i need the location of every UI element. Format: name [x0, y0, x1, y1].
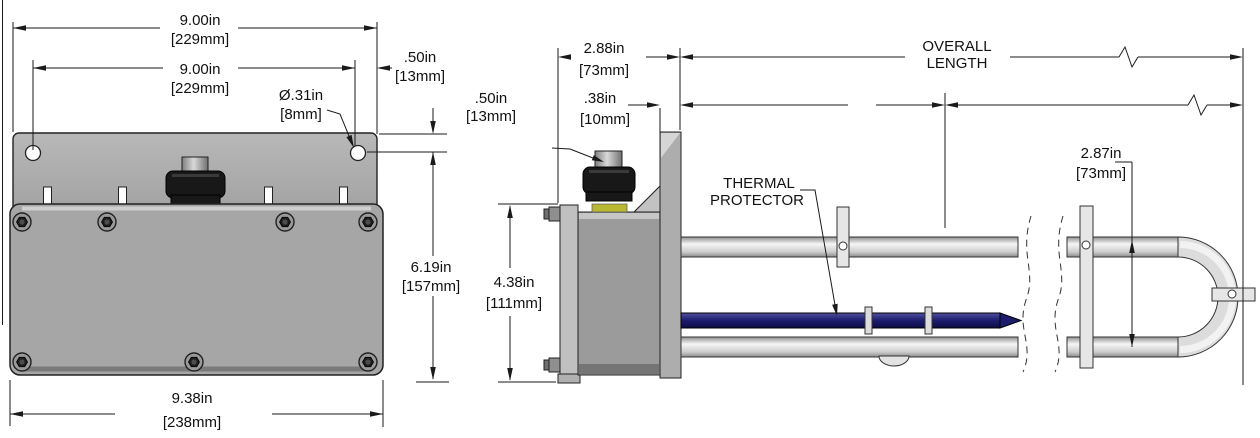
end-bracket-hole — [1227, 289, 1237, 299]
label-overall-length-1: OVERALL — [922, 38, 991, 55]
hole-dia-leader — [326, 109, 350, 137]
dim-depth-mm: [73mm] — [579, 62, 629, 79]
break-line-left — [1022, 215, 1032, 373]
label-overall-length-2: LENGTH — [927, 55, 988, 72]
dim-depth-in: 2.88in — [584, 40, 625, 57]
side-view-dimensions: 2.88in [73mm] .38in [10mm] OVERALL LENGT… — [486, 38, 1244, 385]
dim-hole-dia-in: Ø.31in — [279, 87, 323, 104]
enclosure-side-top-highlight — [579, 213, 659, 219]
break-line-right — [1054, 215, 1064, 373]
enclosure-side — [577, 211, 661, 376]
dim-front-height-in: 6.19in — [411, 259, 452, 276]
label-thermal-protector-2: PROTECTOR — [710, 192, 804, 209]
front-view — [9, 132, 384, 376]
dim-hole-top-offset-mm: [13mm] — [466, 108, 516, 125]
cord-grip-front — [165, 156, 226, 207]
enclosure-side-bottom-shadow — [579, 364, 659, 374]
bracket-top-chamfer — [661, 133, 680, 158]
dim-bend-spacing-in: 2.87in — [1081, 145, 1122, 162]
dim-base-width-in: 9.38in — [172, 390, 213, 407]
label-thermal-protector-1: THERMAL — [723, 175, 795, 192]
enclosure-front — [9, 203, 384, 376]
bracket-mid-hole — [838, 241, 848, 251]
dim-front-height-mm: [157mm] — [402, 278, 460, 295]
dim-hole-spacing-in: 9.00in — [180, 61, 221, 78]
dim-hole-spacing-mm: [229mm] — [171, 80, 229, 97]
flange-bolts-side — [543, 206, 561, 373]
support-bracket-outer — [1079, 205, 1094, 369]
gasket-yellow — [591, 203, 628, 213]
saddle-clamp — [878, 355, 910, 367]
dim-hole-side-offset-mm: [13mm] — [395, 68, 445, 85]
rod-clip-1 — [864, 306, 873, 335]
flange-foot — [557, 373, 581, 384]
tube-bottom-left-segment — [680, 336, 1019, 358]
support-bracket-side — [659, 131, 682, 379]
rod-clip-2 — [924, 306, 933, 335]
thermal-protector-leader — [800, 189, 836, 306]
bracket-outer-hole — [1081, 240, 1091, 250]
mounting-hole-right — [349, 144, 367, 162]
dim-base-width-mm: [238mm] — [163, 414, 221, 431]
thermal-protector-rod — [680, 312, 1001, 329]
dim-hole-top-offset-in: .50in — [475, 90, 508, 107]
front-view-dimensions: 9.00in [229mm] 9.00in [229mm] Ø.31in [8m… — [9, 12, 516, 431]
dim-hole-dia-mm: [8mm] — [280, 106, 322, 123]
side-view — [543, 131, 1256, 384]
thermal-protector-tip — [999, 312, 1023, 329]
dim-bracket-mm: [10mm] — [580, 111, 630, 128]
dim-bracket-in: .38in — [584, 90, 617, 107]
dim-side-height-mm: [111mm] — [486, 295, 542, 312]
bracket-gusset — [632, 184, 661, 213]
flange-side — [559, 204, 579, 381]
dim-plate-width-mm: [229mm] — [171, 31, 229, 48]
cord-grip-side — [582, 150, 636, 213]
support-bracket-mid — [836, 206, 850, 268]
dim-bend-spacing-mm: [73mm] — [1076, 165, 1126, 182]
cord-grip-leader — [551, 147, 594, 159]
dim-hole-side-offset-in: .50in — [404, 49, 437, 66]
dim-plate-width-in: 9.00in — [180, 12, 221, 29]
dim-side-height-in: 4.38in — [494, 274, 535, 291]
